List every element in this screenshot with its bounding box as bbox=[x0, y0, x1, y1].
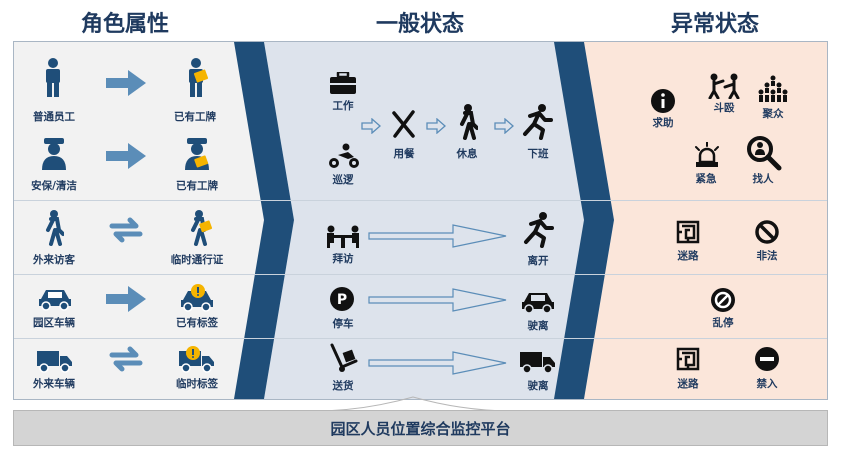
arrow-right-icon bbox=[106, 286, 146, 312]
status-label: 送货 bbox=[332, 380, 354, 392]
prohibited-icon bbox=[755, 220, 779, 244]
truck-icon bbox=[520, 352, 555, 374]
svg-text:P: P bbox=[337, 292, 347, 308]
security-badge-icon bbox=[185, 138, 209, 170]
arrow-outline-icon bbox=[426, 118, 446, 134]
chevron-left bbox=[234, 42, 294, 399]
car-icon bbox=[39, 290, 71, 311]
abnormal-label: 迷路 bbox=[677, 378, 699, 390]
role-label: 园区车辆 bbox=[33, 317, 75, 329]
no-parking-icon bbox=[711, 288, 735, 312]
patrol-motorbike-icon bbox=[329, 143, 359, 168]
arrow-right-icon bbox=[106, 70, 146, 96]
fork-knife-icon bbox=[392, 110, 415, 138]
arrow-outline-icon bbox=[361, 118, 381, 134]
maze-icon bbox=[676, 220, 700, 244]
abnormal-label: 斗殴 bbox=[713, 102, 735, 114]
no-entry-icon bbox=[755, 347, 779, 371]
abnormal-label: 求助 bbox=[652, 117, 674, 129]
role-label: 外来访客 bbox=[33, 254, 75, 266]
meeting-icon bbox=[327, 225, 359, 248]
truck-tag-icon bbox=[179, 346, 214, 373]
car-icon bbox=[522, 293, 554, 314]
header-normal: 一般状态 bbox=[375, 12, 464, 37]
status-label: 用餐 bbox=[393, 148, 415, 160]
abnormal-label: 乱停 bbox=[712, 317, 734, 329]
abnormal-label: 禁入 bbox=[756, 378, 778, 390]
employee-badge-icon bbox=[189, 58, 209, 97]
status-label: 拜访 bbox=[332, 253, 354, 265]
running-person-icon bbox=[523, 104, 553, 140]
role-label: 外来车辆 bbox=[33, 378, 75, 390]
chevron-right bbox=[554, 42, 614, 399]
status-label: 巡逻 bbox=[332, 174, 354, 186]
role-result-label: 已有工牌 bbox=[174, 111, 216, 123]
security-guard-icon bbox=[42, 138, 66, 170]
running-person-icon bbox=[524, 212, 554, 248]
header-roles: 角色属性 bbox=[80, 12, 169, 37]
header-abnormal: 异常状态 bbox=[670, 12, 759, 37]
alarm-light-icon bbox=[695, 142, 719, 167]
abnormal-label: 紧急 bbox=[695, 173, 717, 185]
maze-icon bbox=[676, 347, 700, 371]
role-result-label: 临时标签 bbox=[176, 378, 218, 390]
status-label: 驶离 bbox=[527, 320, 549, 332]
info-icon bbox=[651, 89, 675, 113]
role-result-label: 已有工牌 bbox=[176, 180, 218, 192]
long-arrow-icon bbox=[368, 351, 507, 375]
role-label: 安保/清洁 bbox=[31, 180, 77, 192]
walking-person-icon bbox=[460, 104, 478, 140]
abnormal-label: 迷路 bbox=[677, 250, 699, 262]
long-arrow-icon bbox=[368, 288, 507, 312]
arrow-right-icon bbox=[106, 143, 146, 169]
hand-truck-icon bbox=[330, 343, 358, 372]
row-divider bbox=[14, 200, 827, 201]
row-divider bbox=[14, 274, 827, 275]
status-label: 下班 bbox=[527, 148, 549, 160]
visitor-pass-icon bbox=[191, 210, 213, 246]
car-tag-icon bbox=[181, 284, 213, 312]
role-label: 普通员工 bbox=[33, 111, 75, 123]
role-result-label: 已有标签 bbox=[176, 317, 218, 329]
abnormal-label: 聚众 bbox=[762, 108, 784, 120]
briefcase-icon bbox=[330, 72, 356, 94]
status-label: 工作 bbox=[332, 100, 354, 112]
role-result-label: 临时通行证 bbox=[170, 254, 224, 266]
swap-arrows-icon bbox=[109, 346, 143, 372]
status-label: 停车 bbox=[332, 318, 354, 330]
walking-visitor-icon bbox=[46, 210, 64, 246]
parking-icon: P bbox=[330, 287, 354, 311]
status-label: 驶离 bbox=[527, 380, 549, 392]
row-divider bbox=[14, 338, 827, 339]
truck-icon bbox=[37, 351, 72, 373]
status-label: 离开 bbox=[527, 255, 549, 267]
platform-title: 园区人员位置综合监控平台 bbox=[13, 410, 828, 446]
fight-icon bbox=[708, 73, 740, 99]
employee-icon bbox=[46, 58, 60, 97]
find-person-icon bbox=[747, 136, 782, 171]
long-arrow-icon bbox=[368, 224, 507, 248]
crowd-icon bbox=[758, 75, 788, 102]
abnormal-label: 找人 bbox=[752, 173, 774, 185]
abnormal-label: 非法 bbox=[756, 250, 778, 262]
arrow-outline-icon bbox=[494, 118, 514, 134]
status-label: 休息 bbox=[456, 148, 478, 160]
swap-arrows-icon bbox=[109, 217, 143, 243]
